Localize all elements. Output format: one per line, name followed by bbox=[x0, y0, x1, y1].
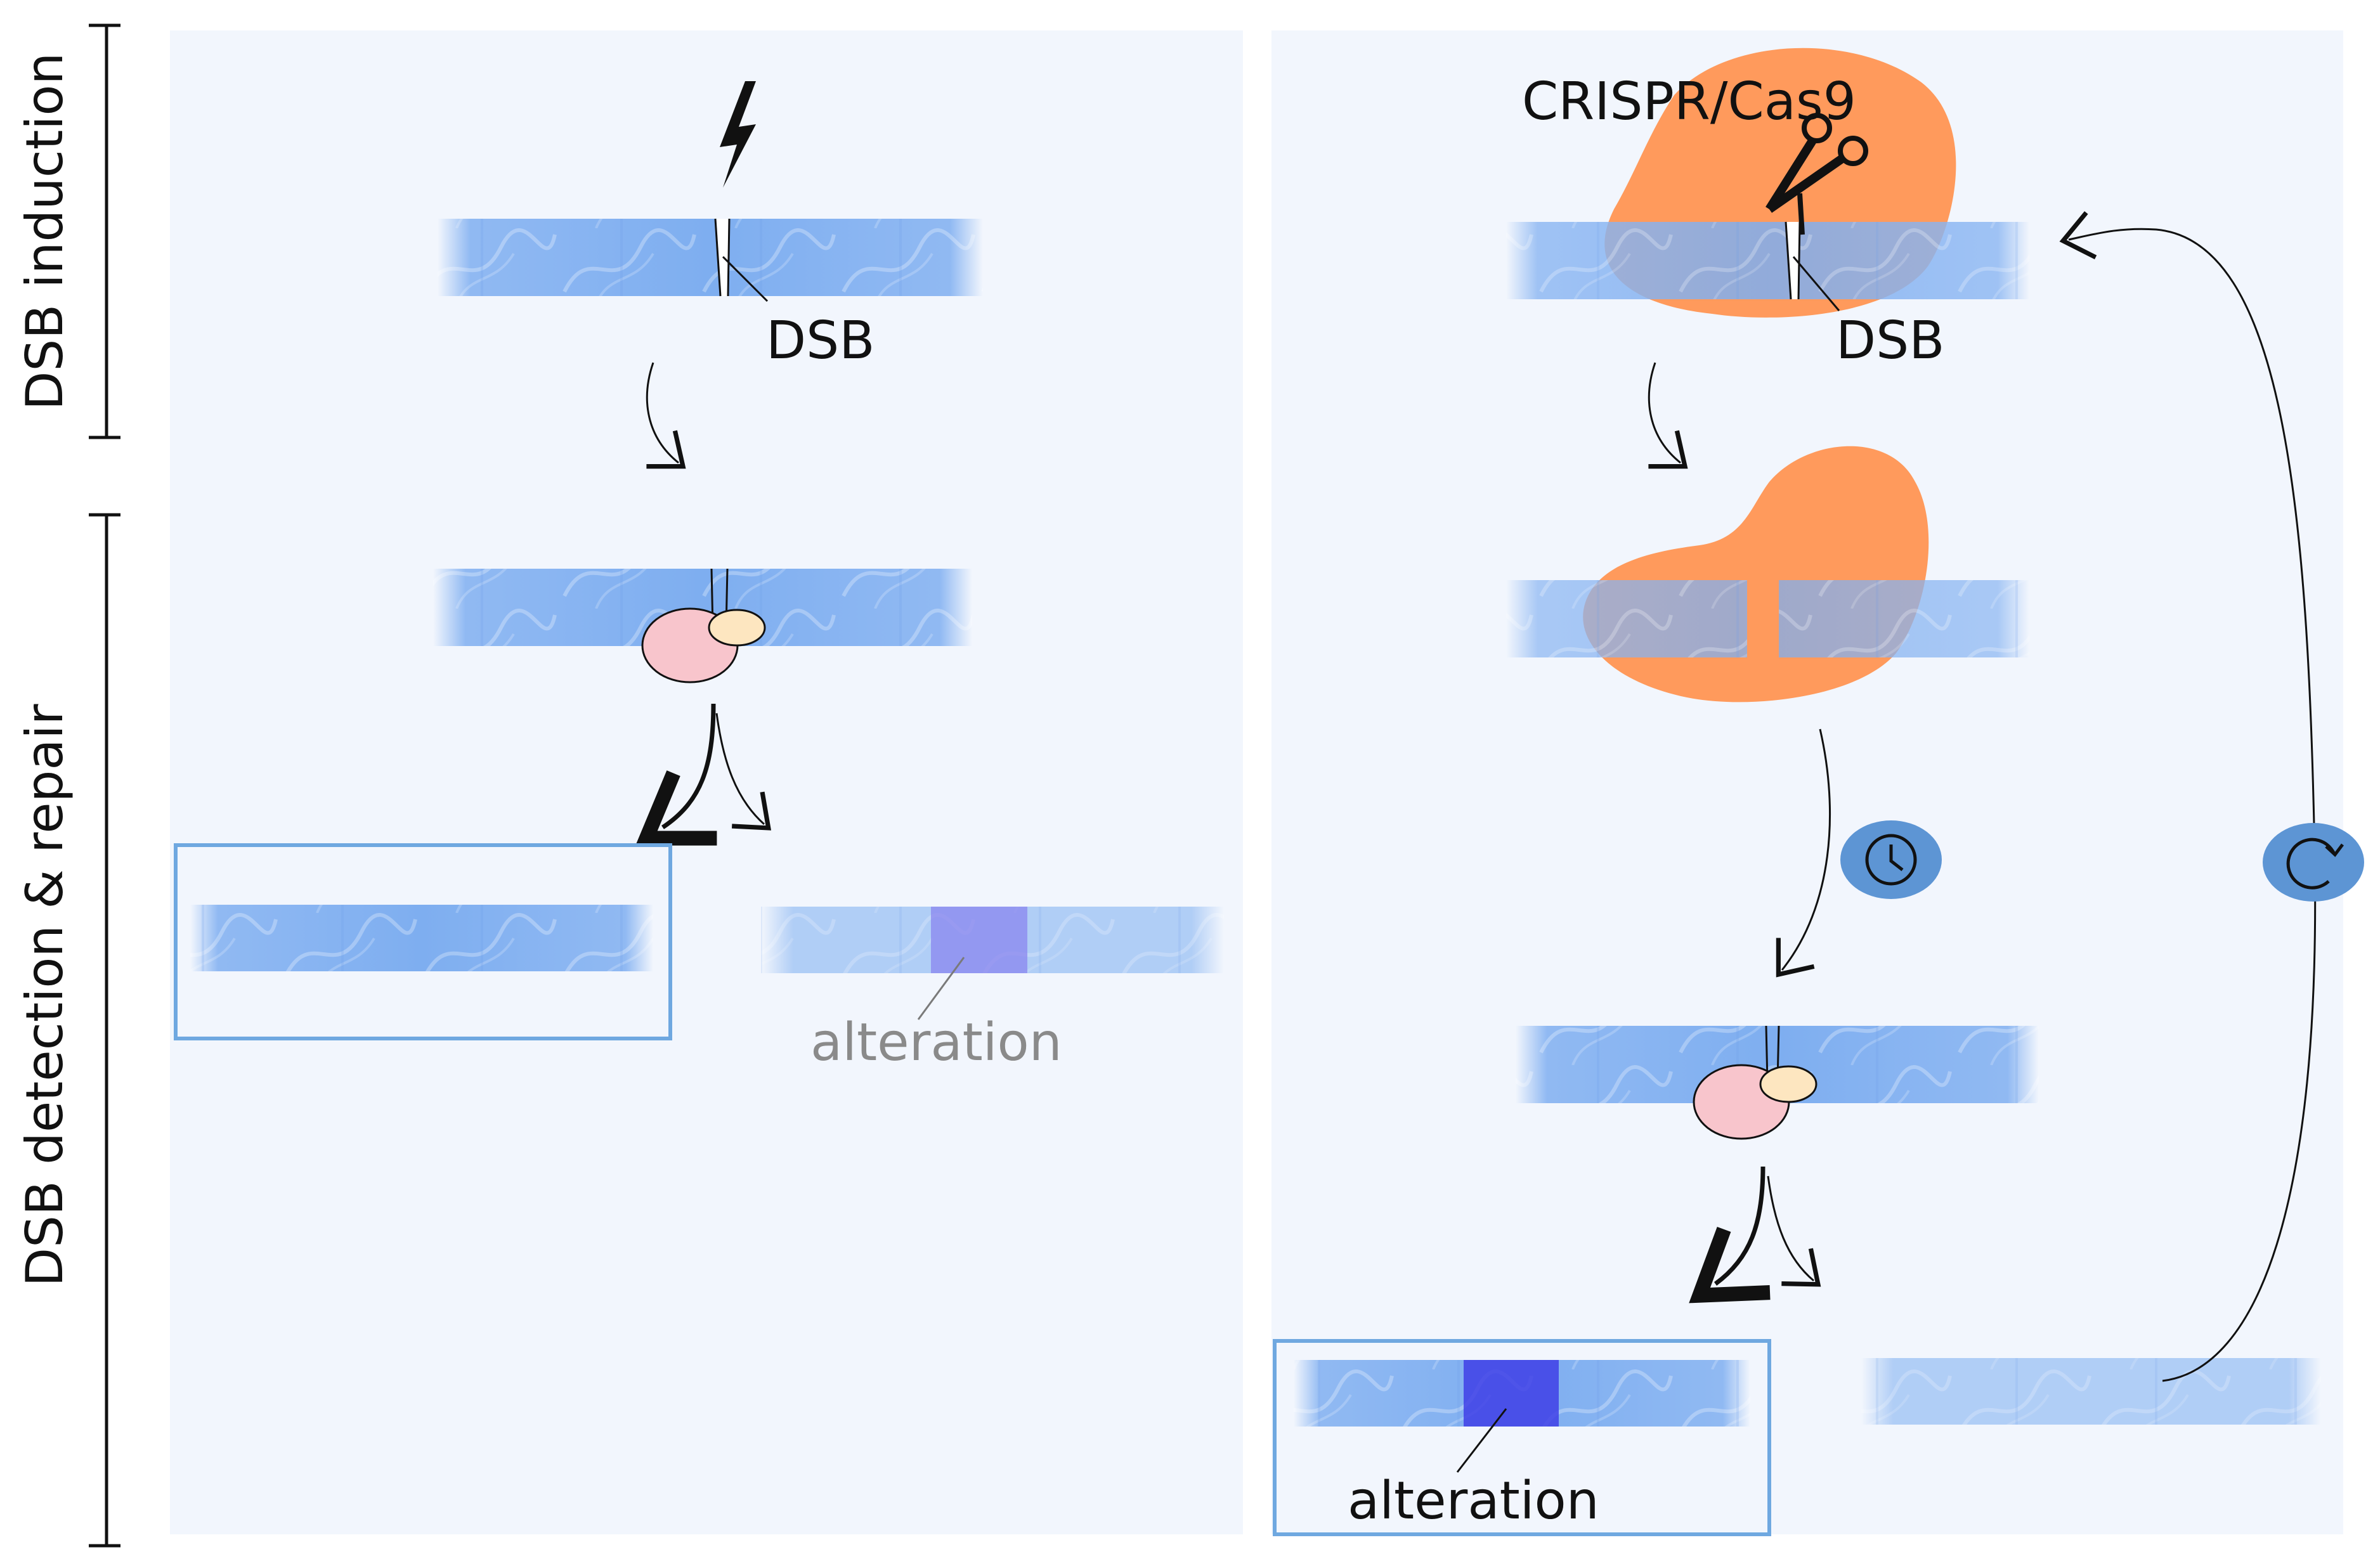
arrow-thin-to-intact-right bbox=[1767, 1175, 1821, 1287]
arrow-induction-to-detection-left bbox=[646, 362, 686, 469]
bracket-induction bbox=[89, 23, 120, 439]
arrow-bold-to-altered-right bbox=[1689, 1166, 1771, 1304]
repair-protein-yellow-right bbox=[1759, 1065, 1818, 1103]
arrow-bold-to-intact-left bbox=[635, 703, 717, 846]
arrow-delay-to-repair-right bbox=[1776, 728, 1831, 978]
dsb-pointer-left bbox=[722, 256, 769, 302]
highlight-box-altered-right bbox=[1273, 1339, 1771, 1536]
alteration-label-right: alteration bbox=[1348, 1471, 1599, 1531]
dsb-label-right: DSB bbox=[1836, 311, 1944, 371]
repair-protein-yellow-left bbox=[708, 609, 766, 647]
refresh-icon bbox=[2263, 823, 2364, 902]
scissors-icon bbox=[1765, 113, 1868, 235]
dna-strand-intact-left bbox=[190, 905, 653, 971]
bracket-repair bbox=[89, 513, 120, 1548]
dna-strand-cas9-bound-right bbox=[1506, 580, 2029, 657]
section-label-repair: DSB detection & repair bbox=[15, 704, 74, 1286]
lightning-bolt-icon bbox=[720, 81, 756, 188]
dna-strand-broken-left-1 bbox=[438, 218, 983, 297]
highlight-box-intact-left bbox=[174, 843, 672, 1040]
alteration-pointer-left bbox=[917, 957, 965, 1020]
dna-strand-altered-right bbox=[1294, 1360, 1750, 1427]
dna-strand-broken-right-1 bbox=[1506, 221, 2029, 300]
arrow-cut-to-bound-right bbox=[1648, 362, 1688, 469]
dna-strand-intact-right bbox=[1861, 1358, 2321, 1425]
alteration-pointer-right bbox=[1456, 1408, 1507, 1473]
section-label-induction: DSB induction bbox=[15, 53, 74, 410]
dsb-label-left: DSB bbox=[766, 311, 875, 371]
cas9-label: CRISPR/Cas9 bbox=[1522, 72, 1856, 132]
arrow-recut-cycle-right bbox=[2059, 211, 2317, 1382]
alteration-region-left bbox=[931, 907, 1027, 973]
arrow-thin-to-altered-left bbox=[715, 713, 772, 831]
clock-icon bbox=[1840, 820, 1942, 899]
alteration-label-left: alteration bbox=[810, 1013, 1062, 1073]
alteration-region-right bbox=[1464, 1360, 1559, 1427]
dna-strand-altered-left bbox=[761, 907, 1224, 973]
dsb-pointer-right bbox=[1792, 256, 1840, 311]
